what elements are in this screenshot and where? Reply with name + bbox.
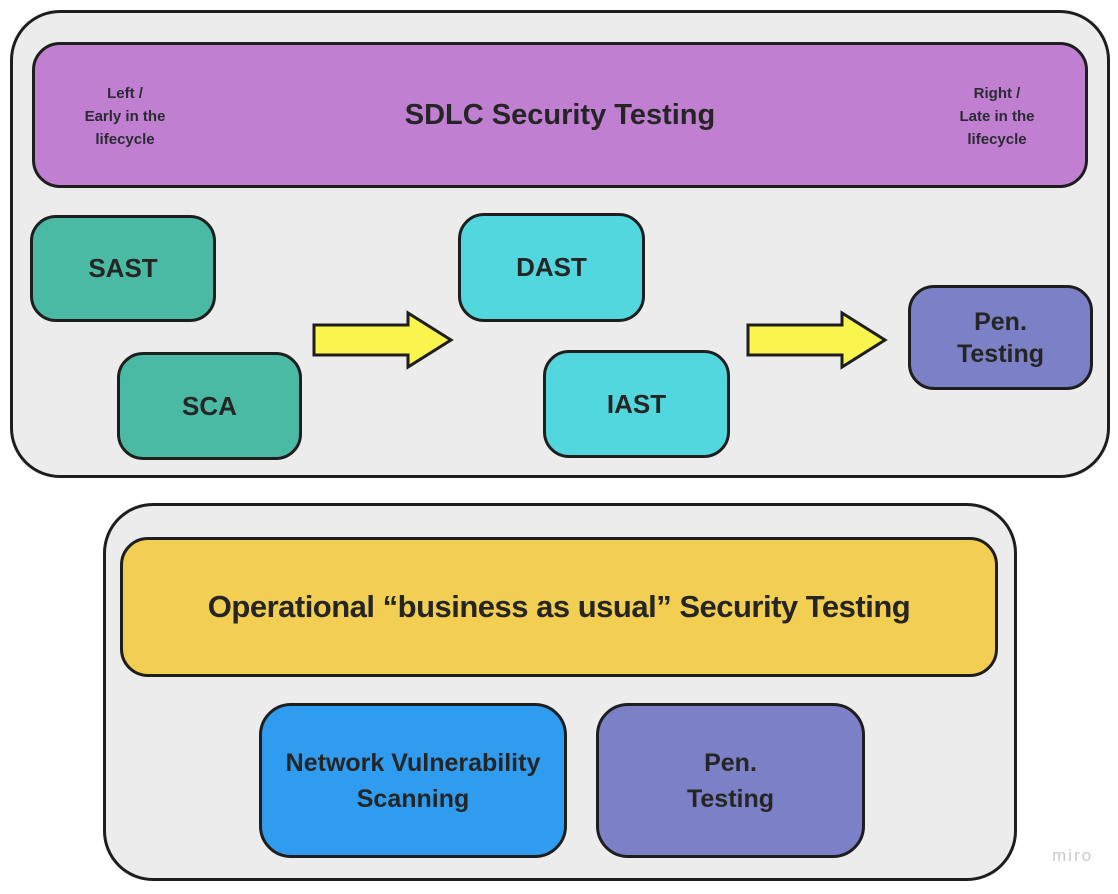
sdlc-banner: Left / Early in the lifecycle SDLC Secur… [32,42,1088,188]
sast-box: SAST [30,215,216,322]
sast-box-label: SAST [88,253,158,283]
dast-box: DAST [458,213,645,322]
right-arrow-icon-2 [746,310,888,370]
sca-box: SCA [117,352,302,460]
operational-banner-title: Operational “business as usual” Security… [207,589,911,624]
iast-box-label: IAST [606,388,667,419]
sca-box-label: SCA [182,390,237,421]
sdlc-left-note: Left / Early in the lifecycle [84,85,166,148]
right-arrow-icon-1 [312,310,454,370]
network-vulnerability-scanning-box-label: Network Vulnerability Scanning [285,748,541,813]
operational-banner: Operational “business as usual” Security… [120,537,998,677]
miro-watermark: miro [1052,846,1094,865]
right-arrow-shape [312,310,454,370]
sdlc-banner-title: SDLC Security Testing [404,98,716,131]
pen-testing-box-operational-label: Pen. Testing [686,748,775,813]
iast-box: IAST [543,350,730,458]
dast-box-label: DAST [516,252,587,282]
pen-testing-box-sdlc: Pen. Testing [908,285,1093,390]
network-vulnerability-scanning-box: Network Vulnerability Scanning [259,703,567,858]
pen-testing-box-operational: Pen. Testing [596,703,865,858]
right-arrow-shape [746,310,888,370]
pen-testing-box-sdlc-label: Pen. Testing [956,307,1045,368]
sdlc-right-note: Right / Late in the lifecycle [959,85,1035,148]
